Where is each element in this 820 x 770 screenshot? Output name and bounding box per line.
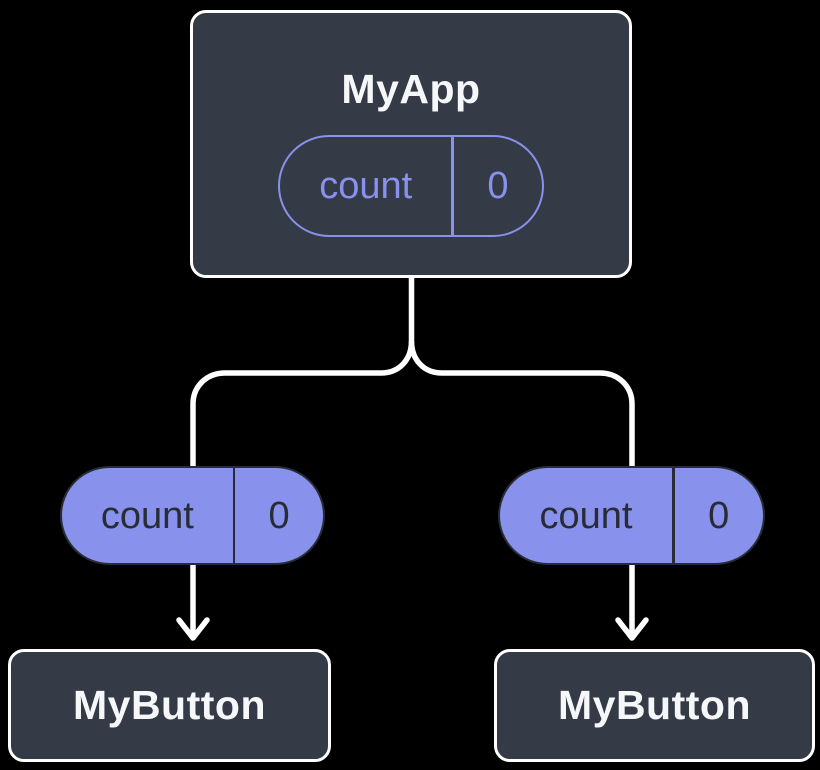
prop-name: count: [100, 494, 194, 537]
prop-value: 0: [268, 494, 290, 537]
fork-line-left: [190, 276, 415, 635]
pill-divider: [672, 468, 675, 563]
child-component-title: MyButton: [557, 682, 751, 728]
arrow-head-right: [615, 617, 649, 641]
pill-divider: [232, 468, 236, 563]
pill-divider: [451, 137, 454, 235]
child-component-title: MyButton: [72, 682, 266, 728]
parent-component-title: MyApp: [341, 66, 481, 112]
child-component-box-left: MyButton: [8, 649, 331, 762]
arrow-head-left: [176, 617, 210, 641]
state-value: 0: [487, 165, 509, 207]
prop-pill-right: count 0: [498, 466, 765, 565]
prop-name: count: [539, 494, 633, 537]
state-name: count: [319, 165, 413, 207]
prop-value: 0: [708, 494, 730, 537]
child-component-box-right: MyButton: [494, 649, 815, 762]
prop-pill-left: count 0: [60, 466, 325, 565]
parent-state-pill: count 0: [278, 135, 544, 237]
parent-component-box: MyApp count 0: [190, 10, 632, 278]
fork-line-right: [408, 340, 635, 635]
